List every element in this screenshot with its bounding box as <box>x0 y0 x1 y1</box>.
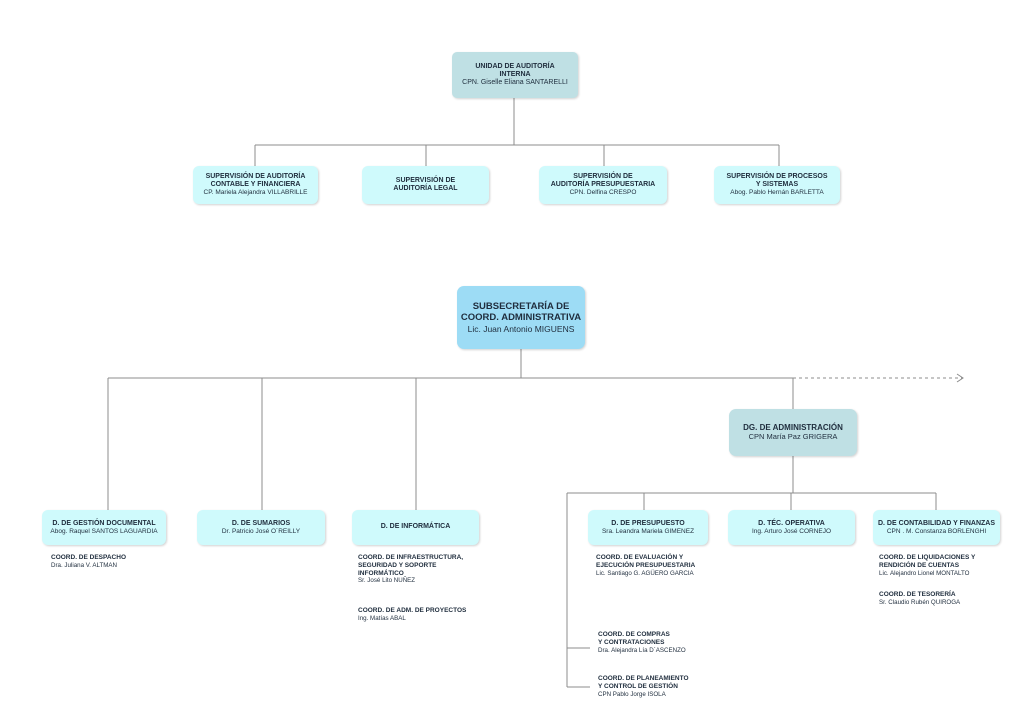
direction-person: CPN . M. Constanza BORLENGHI <box>886 527 987 535</box>
uai-title: UNIDAD DE AUDITORÍA INTERNA <box>475 62 555 78</box>
dg-administracion-box[interactable]: DG. DE ADMINISTRACIÓN CPN María Paz GRIG… <box>729 409 857 456</box>
uai-box[interactable]: UNIDAD DE AUDITORÍA INTERNA CPN. Giselle… <box>452 52 578 98</box>
direction-person: Sra. Leandra Mariela GIMENEZ <box>601 527 695 535</box>
coord-person: Lic. Santiago G. AGÜERO GARCIA <box>596 569 694 577</box>
dashed-arrow-head <box>956 373 964 383</box>
coord-liquidaciones: COORD. DE LIQUIDACIONES Y RENDICIÓN DE C… <box>879 554 975 577</box>
subsecretaria-box[interactable]: SUBSECRETARÍA DE COORD. ADMINISTRATIVA L… <box>457 286 585 349</box>
supervision-title: SUPERVISIÓN DE AUDITORÍA CONTABLE Y FINA… <box>205 172 306 189</box>
coord-title: COORD. DE LIQUIDACIONES Y RENDICIÓN DE C… <box>879 554 976 569</box>
direction-title: D. TÉC. OPERATIVA <box>758 519 825 527</box>
coord-title: COORD. DE COMPRAS Y CONTRATACIONES <box>598 631 670 646</box>
coord-proyectos: COORD. DE ADM. DE PROYECTOS Ing. Matías … <box>358 607 466 622</box>
direction-title: D. DE INFORMÁTICA <box>380 523 451 531</box>
subsecretaria-title: SUBSECRETARÍA DE COORD. ADMINISTRATIVA <box>460 301 582 324</box>
coord-person: Dra. Juliana V. ALTMAN <box>51 561 118 569</box>
direction-box-gestion-documental[interactable]: D. DE GESTIÓN DOCUMENTAL Abog. Raquel SA… <box>42 510 166 545</box>
subsecretaria-person: Lic. Juan Antonio MIGUENS <box>467 323 575 334</box>
coord-evaluacion: COORD. DE EVALUACIÓN Y EJECUCIÓN PRESUPU… <box>596 554 695 577</box>
dg-person: CPN María Paz GRIGERA <box>748 431 838 441</box>
direction-box-contabilidad[interactable]: D. DE CONTABILIDAD Y FINANZAS CPN . M. C… <box>873 510 1000 545</box>
supervision-title: SUPERVISIÓN DE AUDITORÍA PRESUPUESTARIA <box>550 172 656 189</box>
supervision-box-procesos[interactable]: SUPERVISIÓN DE PROCESOS Y SISTEMAS Abog.… <box>714 166 840 204</box>
supervision-person: CPN. Delfina CRESPO <box>569 189 637 197</box>
direction-title: D. DE SUMARIOS <box>231 519 291 527</box>
supervision-person: Abog. Pablo Hernán BARLETTA <box>730 189 824 197</box>
coord-infraestructura: COORD. DE INFRAESTRUCTURA, SEGURIDAD Y S… <box>358 554 463 585</box>
supervision-person: CP. Mariela Alejandra VILLABRILLE <box>203 189 308 197</box>
coord-title: COORD. DE ADM. DE PROYECTOS <box>358 607 467 614</box>
coord-person: Lic. Alejandro Lionel MONTALTO <box>879 569 970 577</box>
coord-title: COORD. DE INFRAESTRUCTURA, SEGURIDAD Y S… <box>358 554 464 577</box>
coord-person: Ing. Matías ABAL <box>358 614 406 622</box>
coord-planeamiento: COORD. DE PLANEAMIENTO Y CONTROL DE GEST… <box>598 675 689 698</box>
direction-box-informatica[interactable]: D. DE INFORMÁTICA <box>352 510 479 545</box>
coord-title: COORD. DE DESPACHO <box>51 554 126 561</box>
coord-title: COORD. DE PLANEAMIENTO Y CONTROL DE GEST… <box>598 675 689 690</box>
dg-title: DG. DE ADMINISTRACIÓN <box>743 423 843 433</box>
supervision-title: SUPERVISIÓN DE AUDITORÍA LEGAL <box>393 176 458 192</box>
direction-box-presupuesto[interactable]: D. DE PRESUPUESTO Sra. Leandra Mariela G… <box>588 510 708 545</box>
coord-person: Dra. Alejandra Lía D´ASCENZO <box>598 646 686 654</box>
supervision-box-presupuestaria[interactable]: SUPERVISIÓN DE AUDITORÍA PRESUPUESTARIA … <box>539 166 667 204</box>
coord-despacho: COORD. DE DESPACHO Dra. Juliana V. ALTMA… <box>51 554 126 569</box>
coord-tesoreria: COORD. DE TESORERÍA Sr. Claudio Rubén QU… <box>879 591 960 606</box>
supervision-box-contable[interactable]: SUPERVISIÓN DE AUDITORÍA CONTABLE Y FINA… <box>193 166 318 204</box>
direction-person: Ing. Arturo José CORNEJO <box>751 527 832 535</box>
direction-title: D. DE GESTIÓN DOCUMENTAL <box>52 519 156 527</box>
direction-person: Dr. Patricio José O´REILLY <box>221 527 301 535</box>
direction-title: D. DE CONTABILIDAD Y FINANZAS <box>877 519 996 527</box>
direction-person: Abog. Raquel SANTOS LAGUARDIA <box>50 527 158 535</box>
direction-title: D. DE PRESUPUESTO <box>611 519 685 527</box>
direction-box-sumarios[interactable]: D. DE SUMARIOS Dr. Patricio José O´REILL… <box>197 510 325 545</box>
uai-person: CPN. Giselle Eliana SANTARELLI <box>462 79 568 87</box>
coord-person: Sr. Claudio Rubén QUIROGA <box>879 598 961 606</box>
coord-title: COORD. DE TESORERÍA <box>879 591 956 598</box>
direction-box-tec-operativa[interactable]: D. TÉC. OPERATIVA Ing. Arturo José CORNE… <box>728 510 855 545</box>
supervision-box-legal[interactable]: SUPERVISIÓN DE AUDITORÍA LEGAL <box>362 166 489 204</box>
supervision-title: SUPERVISIÓN DE PROCESOS Y SISTEMAS <box>726 172 828 189</box>
coord-compras: COORD. DE COMPRAS Y CONTRATACIONES Dra. … <box>598 631 686 654</box>
coord-title: COORD. DE EVALUACIÓN Y EJECUCIÓN PRESUPU… <box>596 554 696 569</box>
coord-person: CPN Pablo Jorge ISOLA <box>598 690 666 698</box>
coord-person: Sr. José Lito NUÑEZ <box>358 577 416 585</box>
